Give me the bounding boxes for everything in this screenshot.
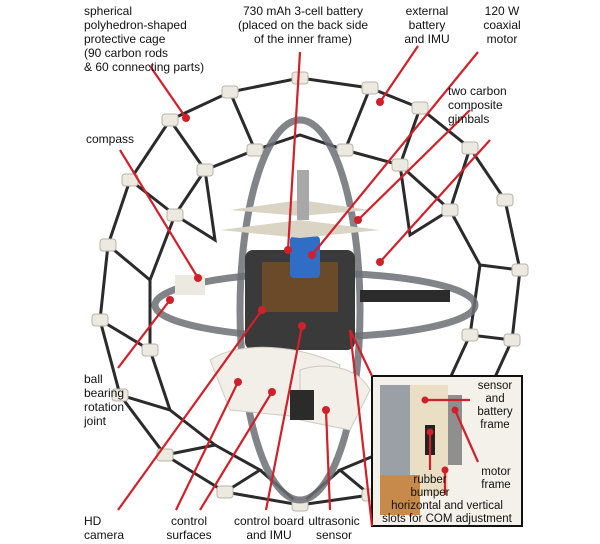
leader-inset-1: [349, 329, 373, 377]
label-control-board: control board and IMU: [233, 514, 305, 542]
label-battery: 730 mAh 3-cell battery (placed on the ba…: [237, 4, 369, 46]
leader-ext-battery: [379, 45, 419, 103]
leader-dots: [166, 98, 459, 474]
label-ball-bearing: ball bearing rotation joint: [84, 372, 125, 428]
leader-inset-2: [348, 329, 374, 527]
label-motor-frame: motor frame: [481, 466, 511, 491]
leader-battery: [286, 51, 302, 251]
leader-board: [264, 325, 304, 511]
leader-surfaces-1: [175, 381, 239, 511]
label-rubber-bumper: rubber bumper: [410, 474, 450, 499]
leader-camera: [117, 309, 263, 511]
label-cage: spherical polyhedron-shaped protective c…: [84, 4, 205, 74]
label-compass: compass: [86, 132, 135, 146]
label-com-slots: horizontal and vertical slots for COM ad…: [382, 500, 512, 525]
leader-compass: [119, 149, 199, 279]
leader-gimbal-1: [357, 109, 471, 221]
label-motor: 120 W coaxial motor: [483, 4, 521, 46]
leader-cage: [149, 65, 187, 119]
label-control-surfaces: control surfaces: [166, 514, 212, 542]
leader-ultrasonic: [324, 409, 332, 511]
leader-gimbal-2: [379, 139, 491, 263]
label-gimbals: two carbon composite gimbals: [448, 84, 507, 126]
label-sensor-battery-frame: sensor and battery frame: [477, 380, 513, 431]
inset-detail: [371, 375, 523, 527]
leader-lines: [117, 45, 491, 527]
leader-bearing: [117, 299, 171, 369]
label-hd-camera: HD camera: [84, 514, 125, 542]
label-ext-battery-imu: external battery and IMU: [404, 4, 450, 46]
leader-motor: [311, 51, 479, 256]
label-ultrasonic: ultrasonic sensor: [308, 514, 360, 542]
leader-motor-frame: [453, 409, 480, 463]
drone-body: [175, 170, 450, 431]
leader-surfaces-2: [199, 391, 273, 511]
